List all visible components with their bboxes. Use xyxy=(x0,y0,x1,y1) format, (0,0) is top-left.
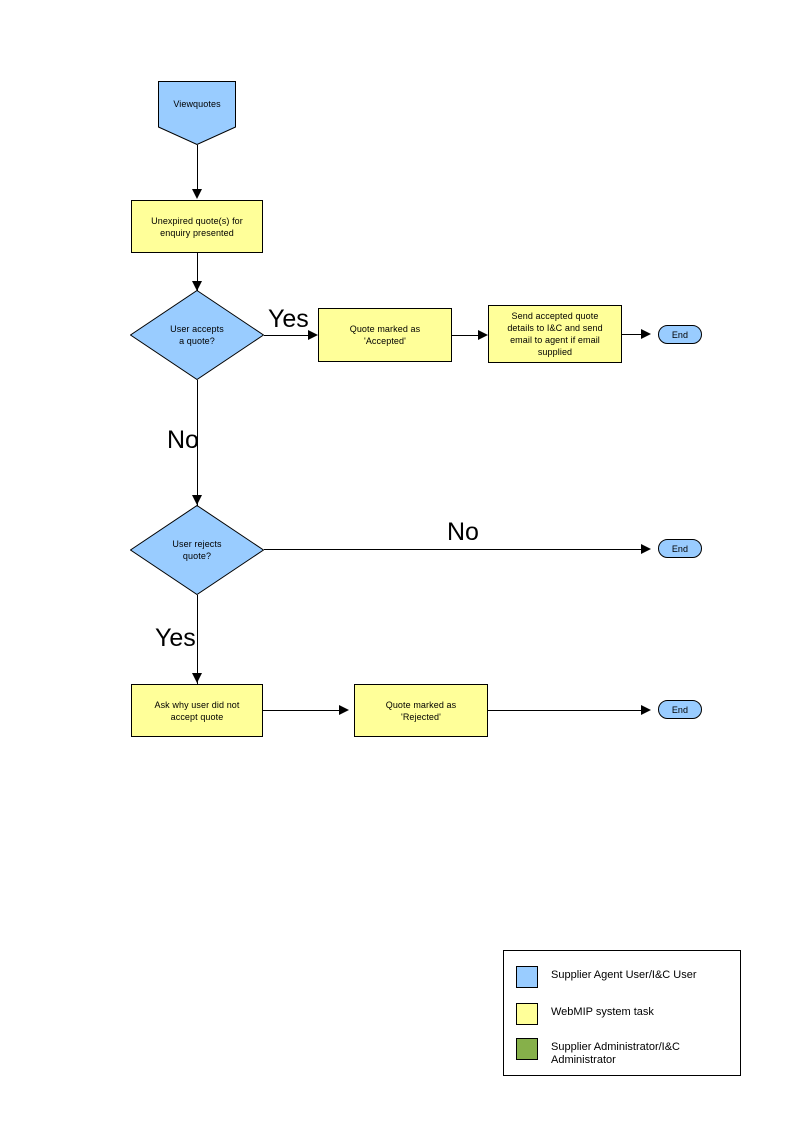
node-quote-rejected-label: Quote marked as 'Rejected' xyxy=(385,699,457,722)
node-end-2-label: End xyxy=(671,543,689,554)
connector-start-to-unexpired xyxy=(197,145,198,190)
arrowhead-unexpired-to-accepts xyxy=(192,281,202,291)
connector-rejected-to-end xyxy=(488,710,648,711)
node-end-1[interactable]: End xyxy=(658,325,702,344)
arrowhead-accepts-yes xyxy=(308,330,318,340)
node-unexpired-quotes-label: Unexpired quote(s) for enquiry presented xyxy=(151,215,243,238)
arrowhead-rejects-no xyxy=(641,544,651,554)
node-quote-accepted-label: Quote marked as 'Accepted' xyxy=(349,324,421,346)
connector-accepts-yes xyxy=(264,335,310,336)
legend-swatch-blue xyxy=(516,966,538,988)
legend-label-supplier-administrator: Supplier Administrator/I&C Administrator xyxy=(551,1041,680,1066)
arrowhead-start-to-unexpired xyxy=(192,189,202,199)
legend-item-supplier-agent-user: Supplier Agent User/I&C User xyxy=(516,966,697,988)
node-decision-user-rejects[interactable]: User rejects quote? xyxy=(130,505,264,595)
legend-panel: Supplier Agent User/I&C User WebMIP syst… xyxy=(503,950,741,1076)
legend-item-supplier-administrator: Supplier Administrator/I&C Administrator xyxy=(516,1038,680,1067)
node-ask-why[interactable]: Ask why user did not accept quote xyxy=(131,684,263,737)
legend-swatch-green xyxy=(516,1038,538,1060)
arrowhead-accepts-no xyxy=(192,495,202,505)
node-send-accepted-details[interactable]: Send accepted quote details to I&C and s… xyxy=(488,305,622,363)
branch-label-accepts-yes: Yes xyxy=(268,305,309,333)
node-send-accepted-details-label: Send accepted quote details to I&C and s… xyxy=(507,311,603,357)
branch-label-rejects-yes: Yes xyxy=(155,624,196,652)
node-quote-rejected[interactable]: Quote marked as 'Rejected' xyxy=(354,684,488,737)
legend-item-webmip-system-task: WebMIP system task xyxy=(516,1003,654,1025)
legend-swatch-yellow xyxy=(516,1003,538,1025)
node-ask-why-label: Ask why user did not accept quote xyxy=(154,699,240,722)
connector-rejects-yes xyxy=(197,595,198,684)
arrowhead-rejected-to-end xyxy=(641,705,651,715)
start-shape-graphic xyxy=(158,81,236,145)
connector-accepted-to-send-details xyxy=(452,335,486,336)
branch-label-rejects-no: No xyxy=(447,518,479,546)
connector-rejects-no xyxy=(264,549,648,550)
legend-label-webmip-system-task: WebMIP system task xyxy=(551,1006,654,1018)
connector-unexpired-to-accepts xyxy=(197,253,198,291)
arrowhead-accepted-to-send-details xyxy=(478,330,488,340)
node-end-2[interactable]: End xyxy=(658,539,702,558)
node-decision-user-accepts[interactable]: User accepts a quote? xyxy=(130,290,264,380)
branch-label-accepts-no: No xyxy=(167,426,199,454)
arrowhead-send-details-to-end xyxy=(641,329,651,339)
decision-shape-graphic-2 xyxy=(130,505,264,595)
node-quote-accepted[interactable]: Quote marked as 'Accepted' xyxy=(318,308,452,362)
node-end-3-label: End xyxy=(671,704,689,715)
arrowhead-ask-why-to-rejected xyxy=(339,705,349,715)
node-end-1-label: End xyxy=(671,329,689,340)
connector-ask-why-to-rejected xyxy=(263,710,346,711)
arrowhead-rejects-yes xyxy=(192,673,202,683)
node-unexpired-quotes[interactable]: Unexpired quote(s) for enquiry presented xyxy=(131,200,263,253)
decision-shape-graphic xyxy=(130,290,264,380)
connector-send-details-to-end xyxy=(622,334,648,335)
legend-label-supplier-agent-user: Supplier Agent User/I&C User xyxy=(551,969,697,981)
connector-accepts-no xyxy=(197,380,198,506)
node-start-viewquotes[interactable]: Viewquotes xyxy=(158,81,236,145)
node-end-3[interactable]: End xyxy=(658,700,702,719)
